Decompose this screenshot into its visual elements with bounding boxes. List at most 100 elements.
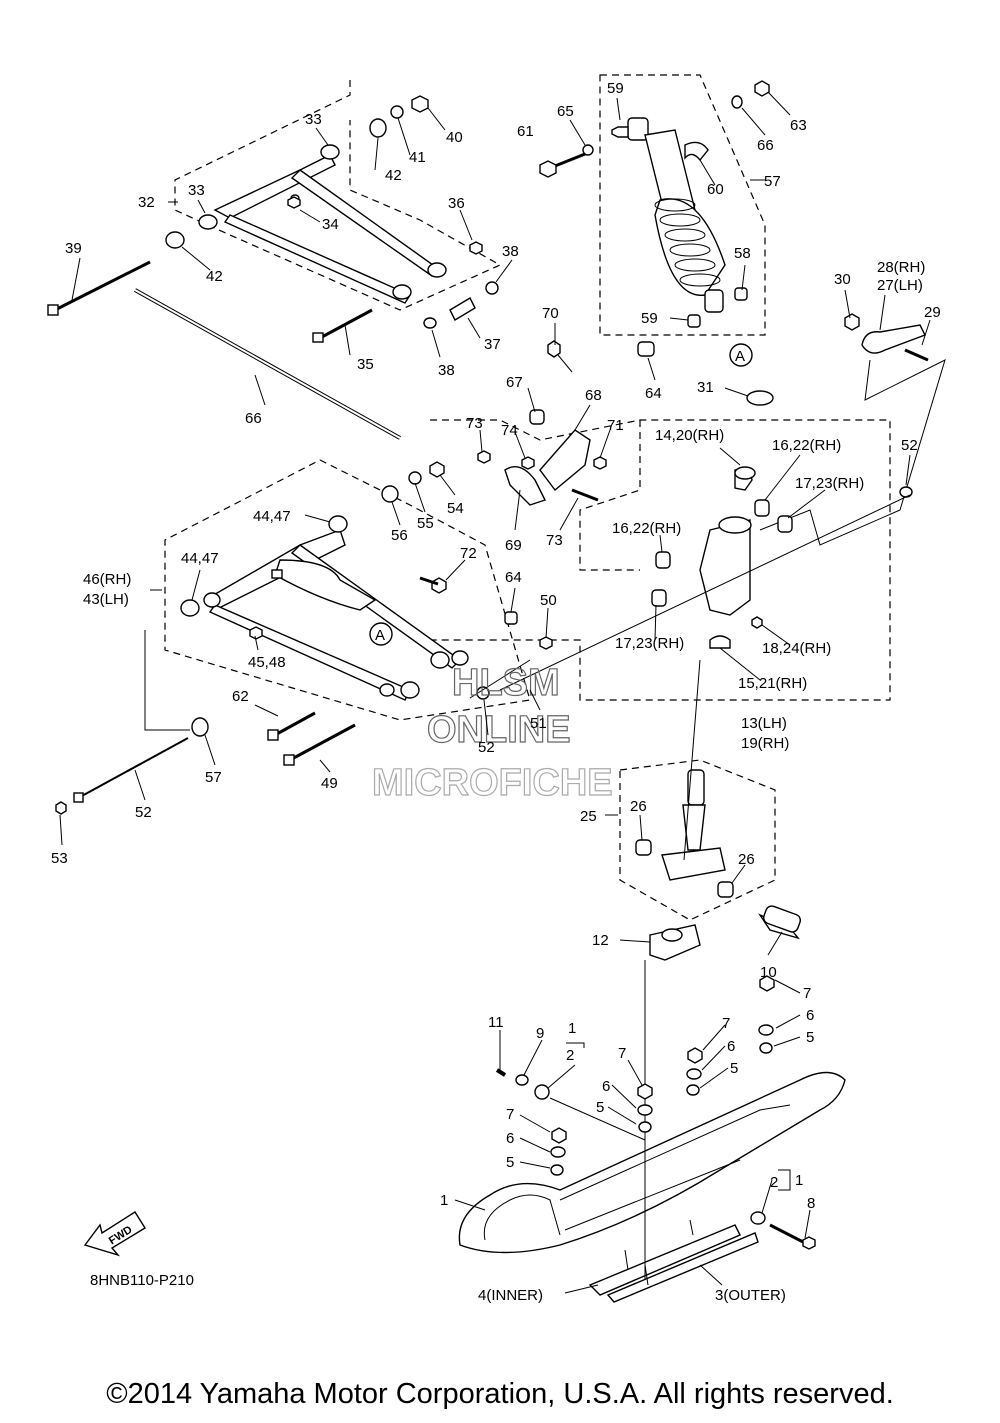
lower-fasteners: [55, 461, 553, 815]
callout: 2: [770, 1174, 778, 1191]
callout: 6: [727, 1038, 735, 1055]
callout: 55: [417, 515, 434, 532]
group-25-outline: [619, 759, 776, 921]
group-58-outline: [599, 74, 766, 336]
watermark-line2: ONLINE: [427, 709, 571, 751]
diagram-code: 8HNB110-P210: [90, 1272, 194, 1289]
callout: 70: [542, 305, 559, 322]
watermark-line1: HLSM: [452, 662, 560, 704]
callout: 52: [135, 804, 152, 821]
callout: 71: [607, 417, 624, 434]
callout: 60: [707, 181, 724, 198]
ski: [458, 960, 846, 1303]
leader-lines: [59, 91, 931, 1294]
callout: 17,23(RH): [795, 475, 864, 492]
ref-circle-a-lower: [369, 622, 393, 646]
callout: 49: [321, 775, 338, 792]
callout: 14,20(RH): [655, 427, 724, 444]
callout: 35: [357, 356, 374, 373]
callout: 50: [540, 592, 557, 609]
callout: 6: [806, 1007, 814, 1024]
ski-hardware: [495, 975, 816, 1250]
callout: 7: [722, 1015, 730, 1032]
callout: 5: [596, 1099, 604, 1116]
callout: 19(RH): [741, 735, 789, 752]
callout: 10: [760, 964, 777, 981]
callout: 15,21(RH): [738, 675, 807, 692]
callout: 7: [803, 985, 811, 1002]
callout: 32: [138, 194, 155, 211]
callout: 61: [517, 123, 534, 140]
callout: 66: [245, 410, 262, 427]
callout: 18,24(RH): [762, 640, 831, 657]
callout: 65: [557, 103, 574, 120]
group-32-outline: [174, 80, 502, 311]
callout: 59: [641, 310, 658, 327]
callout: 52: [478, 739, 495, 756]
leader-53-bracket: [144, 630, 190, 731]
spindle: [635, 659, 802, 940]
link-bracket: [477, 340, 607, 506]
callout: 73: [466, 415, 483, 432]
callout: 26: [630, 798, 647, 815]
callout: 73: [546, 532, 563, 549]
callout: 31: [697, 379, 714, 396]
fwd-arrow-icon: FWD: [83, 1211, 146, 1257]
callout: 37: [484, 336, 501, 353]
callout: 56: [391, 527, 408, 544]
callout: 26: [738, 851, 755, 868]
ski-dampener: [649, 924, 701, 961]
callout: 33: [188, 182, 205, 199]
callout: 11: [488, 1014, 504, 1031]
callout: 64: [645, 385, 662, 402]
group-13-outline: [430, 419, 891, 701]
callout: 4(INNER): [478, 1287, 543, 1304]
ref-label-a-upper: A: [735, 348, 745, 365]
callout: 59: [607, 80, 624, 97]
callout: 28(RH): [877, 259, 925, 276]
leader-27-zigzag: [759, 359, 946, 546]
callout: 42: [206, 268, 223, 285]
callout: 62: [232, 688, 249, 705]
callout: 16,22(RH): [612, 520, 681, 537]
callout: 16,22(RH): [772, 437, 841, 454]
callout: 42: [385, 167, 402, 184]
callout: 6: [602, 1078, 610, 1095]
callout: 1: [568, 1020, 576, 1037]
callout: 3(OUTER): [715, 1287, 786, 1304]
callout: 38: [502, 243, 519, 260]
lower-a-arm: [180, 515, 469, 701]
ref-label-a-lower: A: [375, 627, 385, 644]
callout: 44,47: [253, 508, 291, 525]
callout: 30: [834, 271, 851, 288]
callout: 68: [585, 387, 602, 404]
callout: 39: [65, 240, 82, 257]
callout-labels: 1 1 1 2 2 3(OUTER) 4(INNER) 5 5 5 5 6 6 …: [51, 80, 941, 1304]
callout: 2: [566, 1047, 574, 1064]
callout: 7: [506, 1106, 514, 1123]
copyright-notice: ©2014 Yamaha Motor Corporation, U.S.A. A…: [106, 1378, 894, 1410]
callout: 1: [795, 1172, 803, 1189]
spindle-housing: [499, 466, 911, 691]
group-43-outline: [164, 459, 531, 721]
callout: 5: [506, 1154, 514, 1171]
callout: 38: [438, 362, 455, 379]
callout: 74: [501, 422, 518, 439]
callout: 8: [807, 1195, 815, 1212]
callout: 45,48: [248, 654, 286, 671]
callout: 5: [730, 1060, 738, 1077]
callout: 52: [901, 437, 918, 454]
callout: 57: [205, 769, 222, 786]
callout: 58: [734, 245, 751, 262]
callout: 69: [505, 537, 522, 554]
callout: 7: [618, 1045, 626, 1062]
callout: 9: [536, 1025, 544, 1042]
callout: 54: [447, 500, 464, 517]
callout: 57: [764, 173, 781, 190]
callout: 66: [757, 137, 774, 154]
callout: 34: [322, 216, 339, 233]
callout: 6: [506, 1130, 514, 1147]
callout: 36: [448, 195, 465, 212]
callout: 13(LH): [741, 715, 787, 732]
